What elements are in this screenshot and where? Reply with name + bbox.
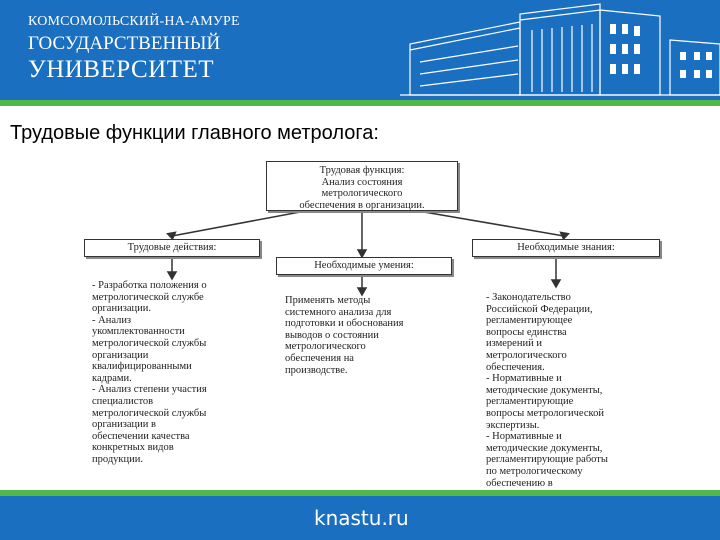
university-building-icon — [400, 3, 720, 96]
slide-title: Трудовые функции главного метролога: — [10, 122, 379, 144]
footer-banner — [0, 496, 720, 540]
connector-left — [171, 211, 301, 237]
labor-function-box: Трудовая функция: Анализ состояния метро… — [266, 161, 458, 211]
header-banner: КОМСОМОЛЬСКИЙ-НА-АМУРЕ ГОСУДАРСТВЕННЫЙ У… — [0, 0, 720, 100]
arrowhead-header2 — [356, 287, 368, 297]
arrowhead-left — [166, 231, 177, 241]
required-skills-header: Необходимые умения: — [276, 257, 452, 275]
labor-actions-text: - Разработка положения о метрологической… — [92, 280, 207, 465]
university-name-line2: ГОСУДАРСТВЕННЫЙ — [28, 33, 221, 54]
labor-actions-header: Трудовые действия: — [84, 239, 260, 257]
diagram-connectors — [166, 211, 570, 297]
connector-right — [423, 211, 565, 237]
required-knowledge-text: - Законодательство Российской Федерации,… — [486, 292, 608, 500]
labor-function-text: Трудовая функция: Анализ состояния метро… — [299, 165, 425, 211]
arrowhead-right — [559, 231, 570, 241]
university-name-line3: УНИВЕРСИТЕТ — [28, 56, 215, 83]
footer-accent-stripe — [0, 490, 720, 496]
arrowhead-header3 — [550, 279, 562, 289]
labor-function-diagram: Трудовая функция: Анализ состояния метро… — [0, 150, 720, 500]
required-knowledge-header: Необходимые знания: — [472, 239, 660, 257]
arrowhead-center — [356, 249, 368, 259]
university-name-line1: КОМСОМОЛЬСКИЙ-НА-АМУРЕ — [28, 14, 240, 29]
required-skills-text: Применять методы системного анализа для … — [285, 295, 404, 376]
arrowhead-header1 — [166, 271, 178, 281]
header-accent-stripe — [0, 100, 720, 106]
footer-site-link[interactable]: knastu.ru — [314, 506, 409, 530]
